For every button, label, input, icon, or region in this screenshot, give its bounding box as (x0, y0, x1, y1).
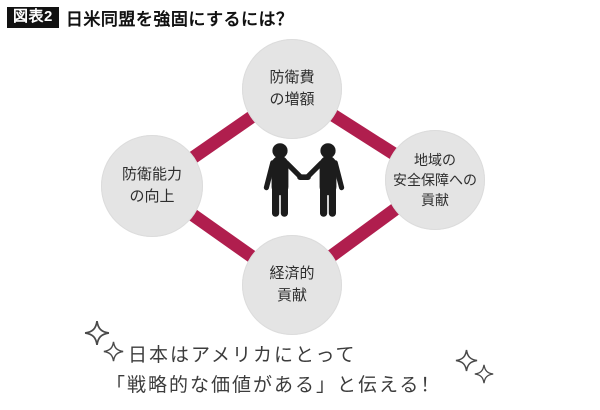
sparkle-icon (103, 341, 124, 362)
node-regional-security: 地域の 安全保障への 貢献 (385, 130, 485, 230)
sparkle-icon (474, 364, 494, 384)
node-label: 防衛能力 の向上 (121, 165, 182, 206)
sparkle-icon (455, 349, 478, 372)
sparkle-icon (84, 320, 110, 346)
node-label: 経済的 貢献 (269, 264, 315, 305)
message-line-2: 「戦略的な価値がある」と伝える！ (106, 375, 442, 396)
figure-label: 図表2 (7, 6, 59, 29)
node-defense-capability: 防衛能力 の向上 (101, 135, 203, 237)
page-title: 日米同盟を強固にするには？ (65, 10, 294, 29)
handshake-icon (263, 143, 345, 217)
header: 図表2 日米同盟を強固にするには？ (7, 5, 294, 30)
node-label: 地域の 安全保障への 貢献 (393, 151, 477, 209)
node-economic-contribution: 経済的 貢献 (242, 235, 342, 335)
message-line-1: 日本はアメリカにとって (128, 345, 357, 366)
node-defense-spending: 防衛費 の増額 (242, 39, 342, 139)
node-label: 防衛費 の増額 (269, 68, 315, 109)
